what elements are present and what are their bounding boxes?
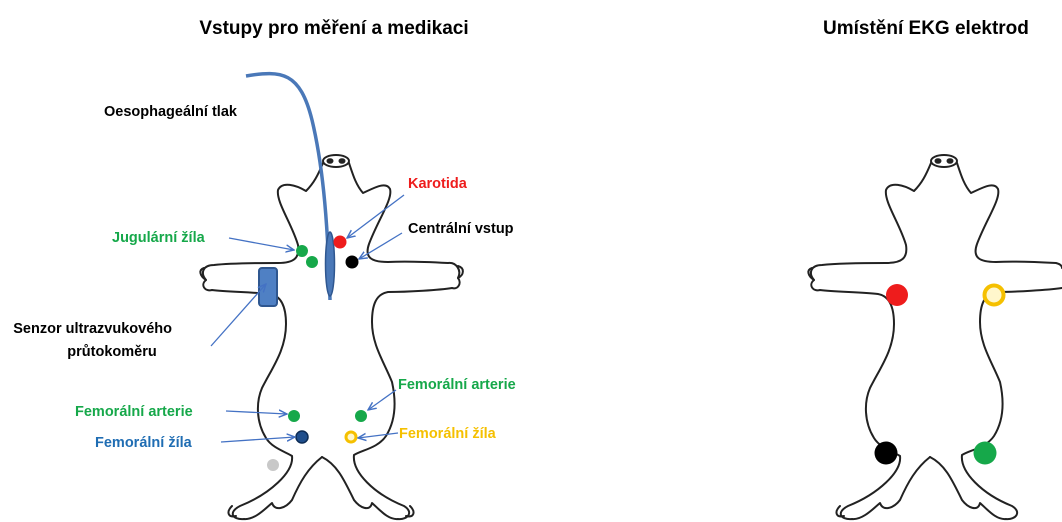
- ecg-pig-outline-icon: [808, 155, 1062, 519]
- label-jugularni: Jugulární žíla: [112, 230, 206, 246]
- arrow-karotida: [347, 195, 404, 238]
- centralni-vstup-dot: [346, 256, 359, 269]
- right-panel-title: Umístění EKG elektrod: [823, 18, 1029, 39]
- label-centralni: Centrální vstup: [408, 221, 514, 237]
- left-panel-title: Vstupy pro měření a medikaci: [199, 18, 468, 39]
- arrow-jugularni: [229, 238, 294, 250]
- ecg-electrode-green: [974, 442, 997, 465]
- ecg-electrode-black: [875, 442, 898, 465]
- karotida-dot: [334, 236, 347, 249]
- ecg-electrode-red: [886, 284, 908, 306]
- jugularni-dot-1: [296, 245, 308, 257]
- label-senzor-line1: Senzor ultrazvukového: [13, 321, 172, 337]
- gray-dot: [267, 459, 279, 471]
- label-karotida: Karotida: [408, 176, 468, 192]
- arrow-fem-zila-right: [358, 433, 398, 438]
- arrow-centralni: [359, 233, 402, 259]
- ecg-electrode-yellow: [985, 286, 1004, 305]
- fem-zila-right-dot: [346, 432, 356, 442]
- jugularni-dot-2: [306, 256, 318, 268]
- fem-zila-left-dot: [296, 431, 308, 443]
- flow-sensor-icon: [259, 268, 277, 306]
- label-fem-arterie-left: Femorální arterie: [75, 404, 193, 420]
- fem-arterie-left-dot: [288, 410, 300, 422]
- arrow-senzor: [211, 284, 266, 346]
- arrow-fem-zila-left: [221, 437, 295, 442]
- label-oesophageal: Oesophageální tlak: [104, 104, 238, 120]
- label-fem-zila-right: Femorální žíla: [399, 426, 497, 442]
- arrow-fem-arterie-left: [226, 411, 287, 414]
- oesophageal-balloon: [326, 232, 335, 296]
- label-fem-arterie-right: Femorální arterie: [398, 377, 516, 393]
- label-senzor-line2: průtokoměru: [67, 344, 156, 360]
- pig-outline-icon: [200, 155, 463, 519]
- oesophageal-catheter: [246, 74, 330, 300]
- fem-arterie-right-dot: [355, 410, 367, 422]
- arrow-fem-arterie-right: [368, 390, 396, 410]
- label-fem-zila-left: Femorální žíla: [95, 435, 193, 451]
